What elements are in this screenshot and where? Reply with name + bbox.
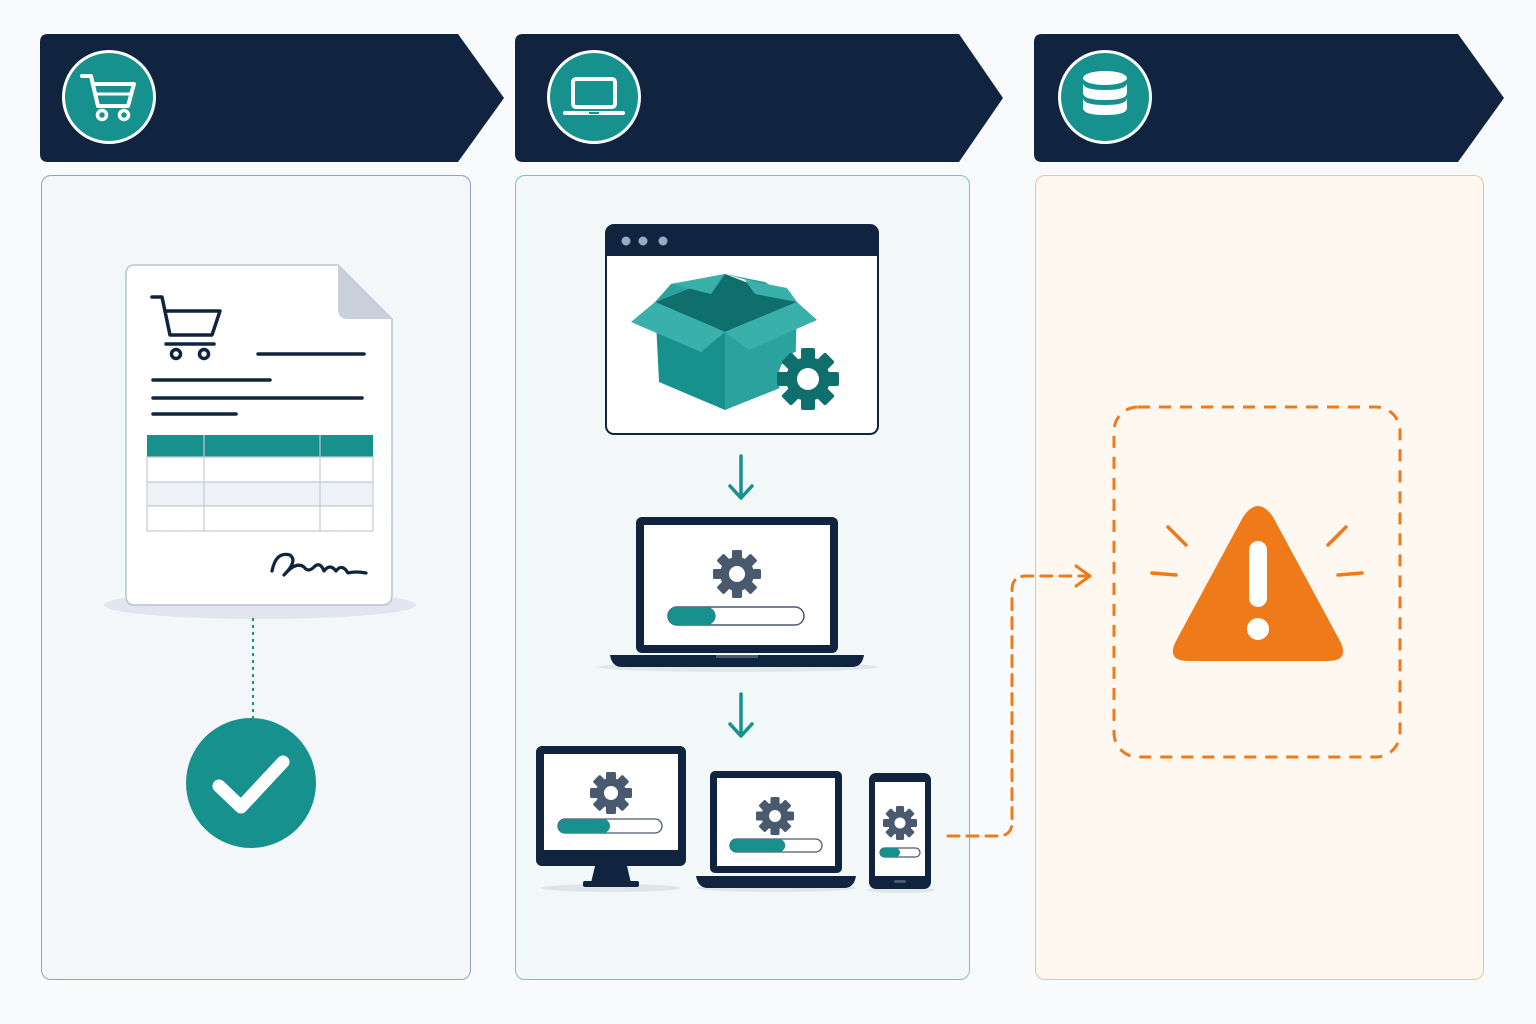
dotted-connector (252, 618, 254, 718)
shopping-cart-icon (62, 50, 156, 144)
device-progress-bar (879, 847, 921, 858)
warning-dashed-box (1112, 405, 1402, 759)
arrow-down-icon (728, 692, 754, 738)
signature-mark (270, 552, 368, 577)
warning-triangle-icon (1172, 506, 1344, 661)
stage-header-database (1034, 34, 1504, 164)
laptop-device-icon (696, 771, 856, 892)
document-cart-icon (150, 295, 222, 361)
document-text-lines (151, 352, 366, 416)
laptop-install-icon (598, 517, 878, 672)
browser-window (605, 224, 879, 435)
header-banner-shape (40, 34, 504, 162)
stage-header-deploy (515, 34, 1003, 164)
header-banner-shape (1034, 34, 1504, 162)
check-circle-icon (186, 718, 316, 848)
device-progress-bar (557, 818, 663, 834)
document-table (146, 435, 374, 532)
laptop-icon (547, 50, 641, 144)
gear-icon (590, 772, 632, 814)
gear-icon (883, 806, 917, 840)
device-progress-bar (729, 838, 823, 853)
install-progress-bar (667, 606, 805, 626)
phone-device-icon (867, 773, 935, 893)
desktop-monitor-icon (536, 746, 686, 892)
arrow-down-icon (728, 454, 754, 500)
alert-ray-lines (1150, 525, 1364, 577)
gear-icon (756, 797, 794, 835)
invoice-document-icon (104, 264, 416, 619)
gear-icon (713, 550, 761, 598)
database-icon (1058, 50, 1152, 144)
header-banner-shape (515, 34, 1003, 162)
stage-header-order (40, 34, 504, 164)
dashed-connector-arrow (946, 564, 1092, 838)
gear-icon (777, 348, 839, 410)
